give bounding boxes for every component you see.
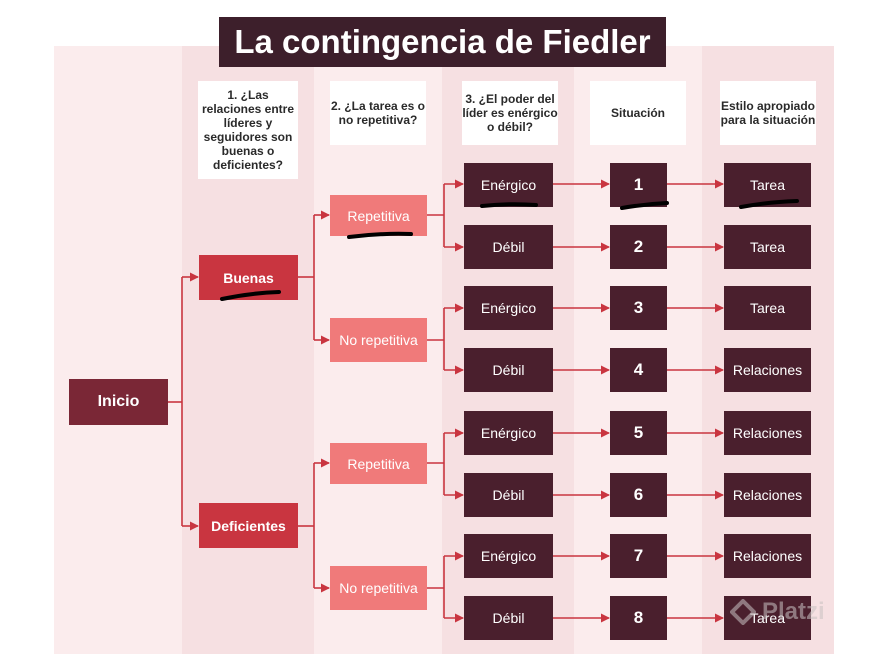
node-task: Repetitiva (330, 443, 427, 484)
header-task: 2. ¿La tarea es o no repetitiva? (330, 81, 426, 145)
node-style: Relaciones (724, 534, 811, 578)
node-style: Relaciones (724, 473, 811, 517)
node-situation: 8 (610, 596, 667, 640)
node-situation: 7 (610, 534, 667, 578)
node-power: Enérgico (464, 286, 553, 330)
platzi-logo-icon (730, 599, 756, 625)
node-task: No repetitiva (330, 318, 427, 362)
column-bg-1 (54, 46, 182, 654)
node-style: Tarea (724, 286, 811, 330)
node-style: Tarea (724, 225, 811, 269)
underline-mark (220, 290, 281, 301)
node-situation: 1 (610, 163, 667, 207)
header-relations: 1. ¿Las relaciones entre líderes y segui… (198, 81, 298, 179)
underline-mark (739, 199, 799, 209)
node-power: Débil (464, 225, 553, 269)
header-power: 3. ¿El poder del líder es enérgico o déb… (462, 81, 558, 145)
underline-mark (480, 202, 538, 208)
underline-mark (347, 231, 413, 239)
node-situation: 2 (610, 225, 667, 269)
node-task: No repetitiva (330, 566, 427, 610)
node-style: Relaciones (724, 348, 811, 392)
node-power: Débil (464, 473, 553, 517)
node-power: Débil (464, 596, 553, 640)
node-situation: 5 (610, 411, 667, 455)
watermark-text: Platzi (762, 598, 825, 625)
platzi-watermark: Platzi (730, 598, 825, 626)
node-power: Enérgico (464, 411, 553, 455)
node-situation: 4 (610, 348, 667, 392)
node-power: Enérgico (464, 534, 553, 578)
node-situation: 6 (610, 473, 667, 517)
node-inicio: Inicio (69, 379, 168, 425)
node-relation-deficientes: Deficientes (199, 503, 298, 548)
node-style: Relaciones (724, 411, 811, 455)
node-power: Enérgico (464, 163, 553, 207)
node-task: Repetitiva (330, 195, 427, 236)
header-situation: Situación (590, 81, 686, 145)
page-title: La contingencia de Fiedler (219, 17, 666, 67)
header-style: Estilo apropiado para la situación (720, 81, 816, 145)
underline-mark (620, 201, 669, 210)
node-situation: 3 (610, 286, 667, 330)
node-power: Débil (464, 348, 553, 392)
